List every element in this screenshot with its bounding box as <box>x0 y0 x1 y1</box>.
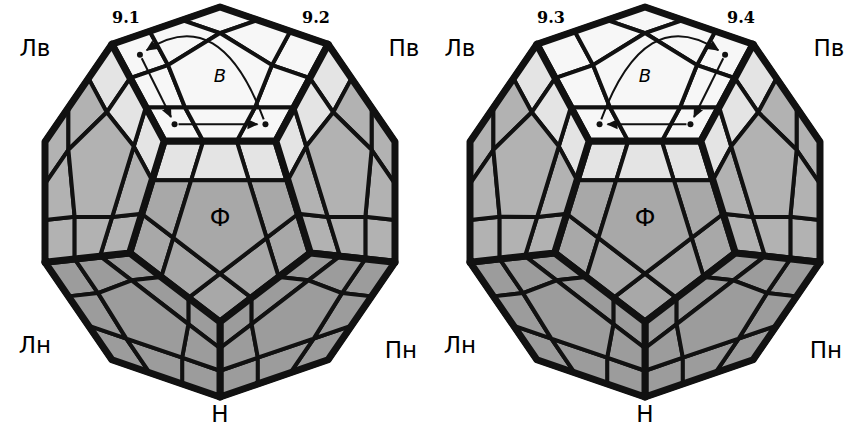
move-arrow <box>694 58 723 117</box>
puzzle-piece <box>470 217 500 262</box>
puzzle-piece <box>306 112 371 217</box>
face-border <box>701 44 820 262</box>
face-name: Пн <box>385 339 417 362</box>
megaminx <box>45 7 395 397</box>
arrow-dot <box>722 52 728 58</box>
puzzle-piece <box>677 280 767 357</box>
face-name: Пв <box>389 37 420 60</box>
face-border <box>470 253 645 397</box>
face-name: Н <box>211 403 228 426</box>
arrow-dot <box>687 121 693 127</box>
callout-number: 9.1 <box>112 10 140 26</box>
face-border <box>276 44 395 262</box>
callout-number: 9.4 <box>727 10 755 26</box>
puzzle-piece <box>493 112 558 217</box>
puzzle-piece <box>252 280 342 357</box>
move-arrow <box>601 36 718 119</box>
puzzle-piece <box>45 217 75 262</box>
puzzle-silhouette <box>45 7 395 397</box>
face-name: Лв <box>20 37 51 60</box>
face-name: Лн <box>19 334 51 357</box>
arrow-dot <box>262 121 268 127</box>
face-name: Пн <box>810 339 842 362</box>
callout-number: 9.3 <box>537 10 565 26</box>
callout-number: 9.2 <box>302 10 330 26</box>
puzzle-silhouette <box>470 7 820 397</box>
face-name: Лв <box>445 37 476 60</box>
puzzle-piece <box>191 141 249 180</box>
face-name: Ф <box>210 206 231 230</box>
move-arrow <box>147 36 264 119</box>
puzzle-piece <box>523 280 613 357</box>
puzzle-piece <box>790 217 820 262</box>
move-arrows <box>597 36 729 127</box>
puzzle-piece <box>98 280 188 357</box>
puzzle-piece <box>731 112 796 217</box>
move-arrows <box>137 36 269 127</box>
puzzle-piece <box>593 33 697 107</box>
face-name: Пв <box>814 37 845 60</box>
face-name: Лн <box>444 334 476 357</box>
face-border <box>645 253 820 397</box>
arrow-dot <box>137 52 143 58</box>
puzzle-piece <box>365 217 395 262</box>
face-name: В <box>639 67 651 85</box>
puzzle-piece <box>168 33 272 107</box>
face-border <box>470 44 589 262</box>
puzzle-piece <box>616 141 674 180</box>
face-name: В <box>214 67 226 85</box>
move-arrow <box>179 123 258 125</box>
arrow-dot <box>597 121 603 127</box>
arrow-dot <box>172 121 178 127</box>
megaminx <box>470 7 820 397</box>
move-arrow <box>142 58 171 117</box>
puzzle-piece <box>173 180 266 273</box>
face-border <box>45 44 164 262</box>
face-name: Н <box>636 403 653 426</box>
face-name: Ф <box>635 206 656 230</box>
face-border <box>45 253 220 397</box>
puzzle-piece <box>598 180 691 273</box>
move-arrow <box>608 123 687 125</box>
face-border <box>220 253 395 397</box>
puzzle-piece <box>68 112 133 217</box>
